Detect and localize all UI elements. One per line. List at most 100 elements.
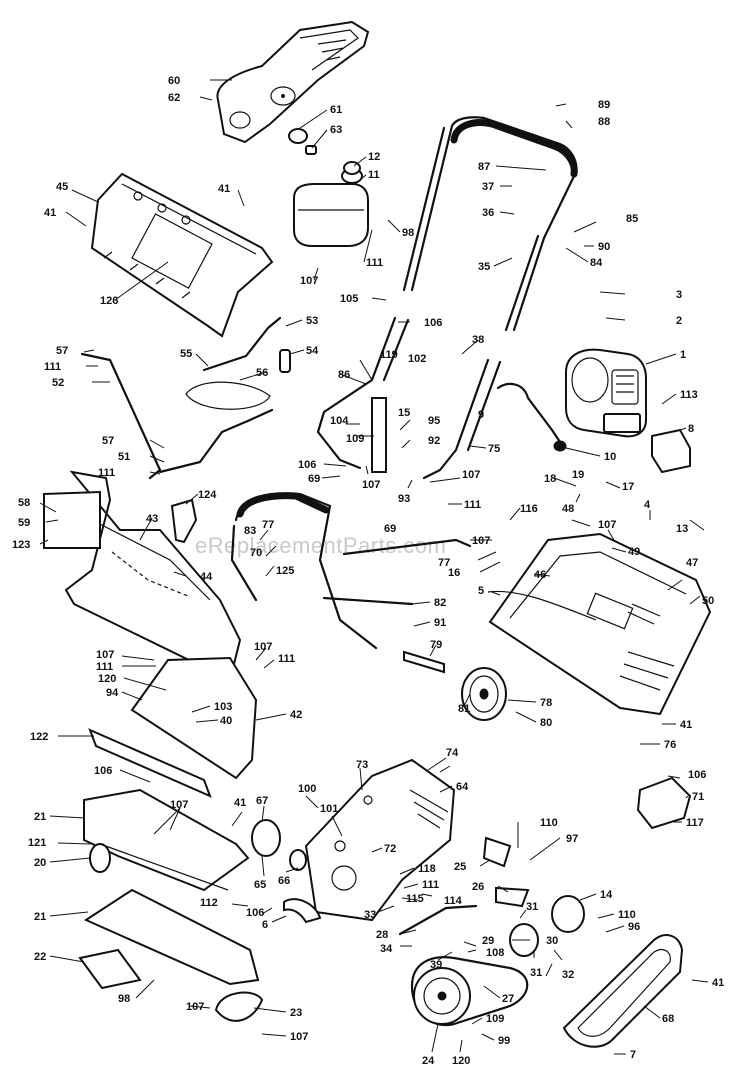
callout-15: 15: [398, 407, 410, 419]
callout-43: 43: [146, 513, 158, 525]
callout-25: 25: [454, 861, 466, 873]
callout-35: 35: [478, 261, 490, 273]
callout-61: 61: [330, 104, 342, 116]
callout-83: 83: [244, 525, 256, 537]
callout-19: 19: [572, 469, 584, 481]
callout-49: 49: [628, 546, 640, 558]
callout-113: 113: [680, 389, 698, 401]
callout-38: 38: [472, 334, 484, 346]
callout-57b: 57: [102, 435, 114, 447]
callout-105: 105: [340, 293, 358, 305]
frame-21: [83, 888, 260, 986]
callout-117: 117: [686, 817, 704, 829]
pulley-14: [551, 895, 585, 933]
callout-107j: 107: [290, 1031, 308, 1043]
callout-13: 13: [676, 523, 688, 535]
callout-119: 119: [380, 349, 398, 361]
callout-106d: 106: [246, 907, 264, 919]
callout-leaders: [39, 79, 709, 1055]
nut-10: [553, 440, 567, 452]
lower-frame: [230, 492, 472, 650]
callout-21b: 21: [34, 911, 46, 923]
callout-95: 95: [428, 415, 440, 427]
bracket-25: [482, 836, 512, 868]
callout-23: 23: [290, 1007, 302, 1019]
callout-72: 72: [384, 843, 396, 855]
callout-110a: 110: [540, 817, 558, 829]
callout-125: 125: [276, 565, 294, 577]
callout-41b: 41: [44, 207, 56, 219]
cover-71: [636, 776, 692, 830]
callout-36: 36: [482, 207, 494, 219]
callout-109a: 109: [346, 433, 364, 445]
callout-107c: 107: [462, 469, 480, 481]
belt-pulley-24: [410, 956, 529, 1027]
callout-111d: 111: [98, 467, 115, 479]
pulley-61: [288, 128, 308, 144]
callout-6: 6: [262, 919, 268, 931]
callout-88: 88: [598, 116, 610, 128]
cable-loop: [185, 381, 271, 410]
callout-8: 8: [688, 423, 694, 435]
control-rod-9: [496, 382, 562, 444]
gear-housing-64: [304, 758, 456, 922]
callout-107g: 107: [96, 649, 114, 661]
callout-3: 3: [676, 289, 682, 301]
callout-98b: 98: [118, 993, 130, 1005]
callout-33: 33: [364, 909, 376, 921]
callout-111b: 111: [44, 361, 61, 373]
callout-28: 28: [376, 929, 388, 941]
cable-5: [487, 590, 597, 621]
callout-103: 103: [214, 701, 232, 713]
bearing-66: [289, 849, 307, 871]
callout-40: 40: [220, 715, 232, 727]
callout-101: 101: [320, 803, 338, 815]
part-drawings: [43, 20, 712, 1048]
callout-46: 46: [534, 569, 546, 581]
callout-22: 22: [34, 951, 46, 963]
callout-100: 100: [298, 783, 316, 795]
callout-24: 24: [422, 1055, 435, 1067]
callout-126: 126: [100, 295, 118, 307]
callout-123: 123: [12, 539, 30, 551]
callout-45: 45: [56, 181, 68, 193]
callout-41c: 41: [680, 719, 692, 731]
callout-42: 42: [290, 709, 302, 721]
callout-107d: 107: [472, 535, 490, 547]
pulley-81: [461, 667, 507, 721]
impeller-housing: [83, 788, 250, 892]
callout-106b: 106: [298, 459, 316, 471]
callout-34: 34: [380, 943, 393, 955]
callout-56: 56: [256, 367, 268, 379]
callout-106e: 106: [688, 769, 706, 781]
callout-67: 67: [256, 795, 268, 807]
callout-121: 121: [28, 837, 46, 849]
callout-60: 60: [168, 75, 180, 87]
callout-55: 55: [180, 348, 192, 360]
callout-120a: 120: [98, 673, 116, 685]
callout-107a: 107: [300, 275, 318, 287]
callout-64: 64: [456, 781, 469, 793]
callout-69a: 69: [308, 473, 320, 485]
callout-32: 32: [562, 969, 574, 981]
callout-21a: 21: [34, 811, 46, 823]
callout-114: 114: [444, 895, 463, 907]
callout-92: 92: [428, 435, 440, 447]
callout-85: 85: [626, 213, 638, 225]
callout-94: 94: [106, 687, 119, 699]
callout-77b: 77: [438, 557, 450, 569]
linkage-rod: [158, 408, 274, 474]
callout-14: 14: [600, 889, 613, 901]
callout-106a: 106: [424, 317, 442, 329]
callout-97: 97: [566, 833, 578, 845]
callout-50: 50: [702, 595, 714, 607]
callout-71: 71: [692, 791, 704, 803]
callout-41e: 41: [712, 977, 724, 989]
callout-57a: 57: [56, 345, 68, 357]
callout-110b: 110: [618, 909, 636, 921]
callout-26: 26: [472, 881, 484, 893]
callout-80: 80: [540, 717, 552, 729]
callout-111f: 111: [96, 661, 113, 673]
callout-93: 93: [398, 493, 410, 505]
